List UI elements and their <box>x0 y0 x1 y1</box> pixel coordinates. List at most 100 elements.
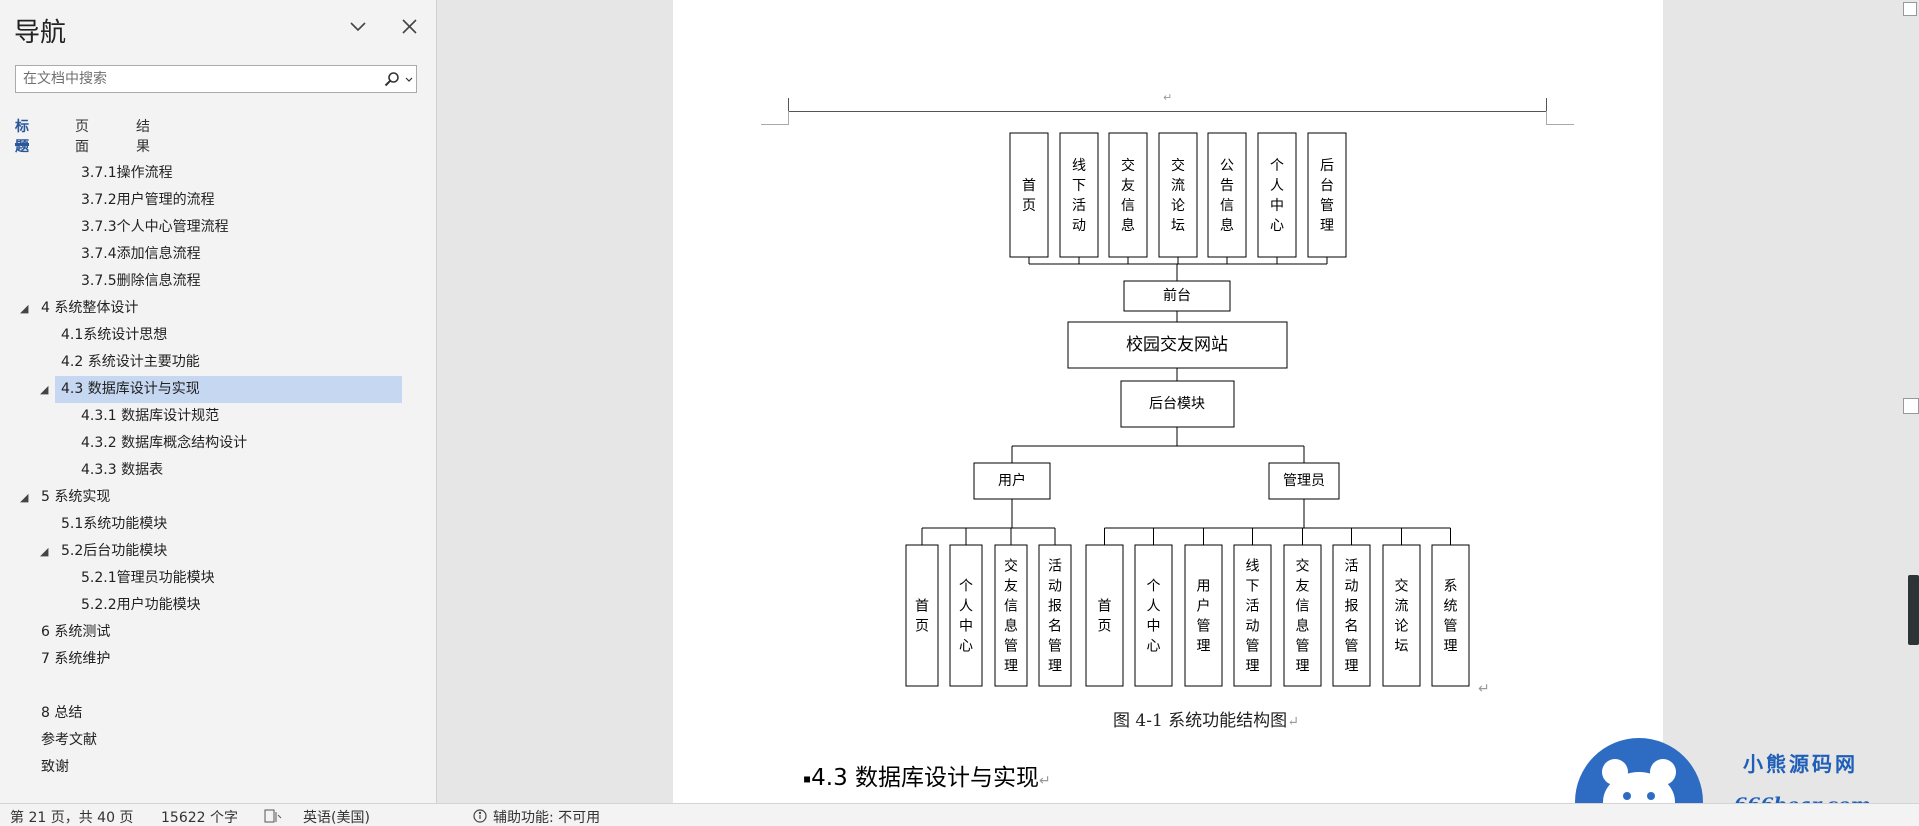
node-label: 线下活动管理 <box>1246 559 1260 675</box>
toc-item[interactable]: 5.2.1管理员功能模块 <box>81 570 215 586</box>
front-box <box>1123 280 1231 312</box>
margin-mark-right <box>1546 124 1574 125</box>
toc-item[interactable]: 5.2.2用户功能模块 <box>81 597 201 613</box>
close-icon[interactable] <box>398 16 422 38</box>
node-label: 首页 <box>1098 599 1112 635</box>
node-label: 用户管理 <box>1197 579 1211 655</box>
paragraph-mark: ↵ <box>1287 714 1299 730</box>
accessibility-status[interactable]: 辅助功能: 不可用 <box>493 810 601 826</box>
expand-arrow-icon[interactable]: ◢ <box>20 491 29 504</box>
document-area: ↵ 首页线下活动交友信息交流论坛公告信息个人中心后台管理前台校园交友网站后台模块… <box>438 0 1919 803</box>
search-box <box>15 65 417 93</box>
node-label: 公告信息 <box>1220 158 1234 234</box>
node-label: 活动报名管理 <box>1048 559 1062 675</box>
expand-arrow-icon[interactable]: ◢ <box>40 545 49 558</box>
node-label: 交友信息管理 <box>1296 558 1310 675</box>
node-label: 活动报名管理 <box>1345 559 1359 675</box>
scroll-marker[interactable] <box>1903 2 1917 16</box>
node-label: 交流论坛 <box>1395 578 1409 655</box>
node-label: 个人中心 <box>1147 579 1161 655</box>
chevron-down-icon[interactable] <box>404 73 414 85</box>
admin-module-box <box>1332 544 1371 687</box>
toc-item[interactable]: 8 总结 <box>41 705 83 721</box>
node-label: 后台管理 <box>1320 158 1334 234</box>
node-label: 交流论坛 <box>1171 157 1185 234</box>
nav-title: 导航 <box>14 18 67 48</box>
toc-item[interactable]: 7 系统维护 <box>41 651 111 667</box>
toc-item[interactable]: 4.3.1 数据库设计规范 <box>81 408 220 424</box>
backend-box <box>1120 380 1235 428</box>
search-input[interactable] <box>16 66 366 92</box>
admin-module-box <box>1134 544 1173 687</box>
admin-module-box <box>1283 544 1322 687</box>
section-heading: ▪4.3 数据库设计与实现↵ <box>803 758 1051 792</box>
user-module-box <box>905 544 939 687</box>
toc-item[interactable] <box>35 673 402 700</box>
node-label: 交友信息管理 <box>1004 558 1018 675</box>
word-count[interactable]: 15622 个字 <box>161 810 238 826</box>
module-box <box>1307 132 1347 258</box>
page-count[interactable]: 第 21 页，共 40 页 <box>10 810 134 826</box>
toc-item[interactable]: 3.7.1操作流程 <box>81 165 173 181</box>
node-label: 系统管理 <box>1444 579 1458 655</box>
admin-module-box <box>1431 544 1470 687</box>
scroll-marker[interactable] <box>1903 398 1919 414</box>
module-box <box>1207 132 1247 258</box>
paragraph-mark: ↵ <box>1039 773 1051 789</box>
toc-list: 3.7系统流程分析◢3.7.1操作流程3.7.2用户管理的流程3.7.3个人中心… <box>0 148 437 788</box>
module-box <box>1059 132 1099 258</box>
module-box <box>1158 132 1198 258</box>
language-indicator[interactable]: 英语(美国) <box>303 810 370 826</box>
node-label: 前台 <box>1163 287 1191 304</box>
node-label: 首页 <box>1022 178 1036 214</box>
toc-item[interactable]: 4.3.2 数据库概念结构设计 <box>81 435 248 451</box>
admin-module-box <box>1184 544 1223 687</box>
toc-item[interactable]: 4.1系统设计思想 <box>61 327 168 343</box>
node-label: 后台模块 <box>1149 396 1205 412</box>
toc-item[interactable]: 4.3 数据库设计与实现 <box>55 376 402 403</box>
admin-module-box <box>1085 544 1124 687</box>
accessibility-icon[interactable] <box>472 808 488 824</box>
toc-item[interactable]: 3.7.3个人中心管理流程 <box>81 219 229 235</box>
toc-item[interactable]: 致谢 <box>41 759 69 775</box>
tab-results[interactable]: 结果 <box>136 119 150 155</box>
tab-headings[interactable]: 标题 <box>15 116 29 155</box>
toc-item[interactable]: 3.7.4添加信息流程 <box>81 246 201 262</box>
header-line <box>788 111 1546 112</box>
toc-item[interactable]: 3.7.5删除信息流程 <box>81 273 201 289</box>
node-label: 个人中心 <box>1270 158 1284 234</box>
heading-text: 4.3 数据库设计与实现 <box>811 765 1040 791</box>
navigation-pane: 导航 标题 页面 结果 3.7系统流程分析◢3.7.1操作流程3.7.2用户管理… <box>0 0 437 803</box>
expand-arrow-icon[interactable]: ◢ <box>40 383 49 396</box>
tab-pages[interactable]: 页面 <box>75 119 89 155</box>
user-box <box>973 462 1051 500</box>
node-label: 交友信息 <box>1121 157 1135 234</box>
scrollbar-thumb[interactable] <box>1908 575 1919 645</box>
user-module-box <box>994 544 1028 687</box>
proofing-icon[interactable] <box>264 809 282 823</box>
module-box <box>1108 132 1148 258</box>
admin-module-box <box>1233 544 1272 687</box>
node-label: 线下活动 <box>1072 158 1086 234</box>
watermark-name: 小熊源码网 <box>1743 752 1858 776</box>
expand-arrow-icon[interactable]: ◢ <box>20 302 29 315</box>
paragraph-mark: ↵ <box>1478 681 1490 697</box>
toc-item[interactable]: 5.1系统功能模块 <box>61 516 168 532</box>
toc-item[interactable]: 6 系统测试 <box>41 624 111 640</box>
status-bar: 第 21 页，共 40 页 15622 个字 英语(美国) 辅助功能: 不可用 <box>0 803 1919 826</box>
toc-item[interactable]: 4 系统整体设计 <box>41 300 139 316</box>
toc-item[interactable]: 4.3.3 数据表 <box>81 462 164 478</box>
toc-item[interactable]: 参考文献 <box>41 732 97 748</box>
module-box <box>1257 132 1297 258</box>
toc-item[interactable]: 5 系统实现 <box>41 489 111 505</box>
node-label: 个人中心 <box>959 579 973 655</box>
search-icon[interactable] <box>384 71 400 87</box>
chevron-down-icon[interactable] <box>346 16 370 38</box>
node-label: 首页 <box>915 599 929 635</box>
toc-item[interactable]: 5.2后台功能模块 <box>61 543 168 559</box>
toc-item[interactable]: 3.7.2用户管理的流程 <box>81 192 215 208</box>
figure-caption: 图 4-1 系统功能结构图↵ <box>1113 706 1299 731</box>
margin-mark-left <box>761 124 789 125</box>
user-module-box <box>1038 544 1072 687</box>
toc-item[interactable]: 4.2 系统设计主要功能 <box>61 354 200 370</box>
